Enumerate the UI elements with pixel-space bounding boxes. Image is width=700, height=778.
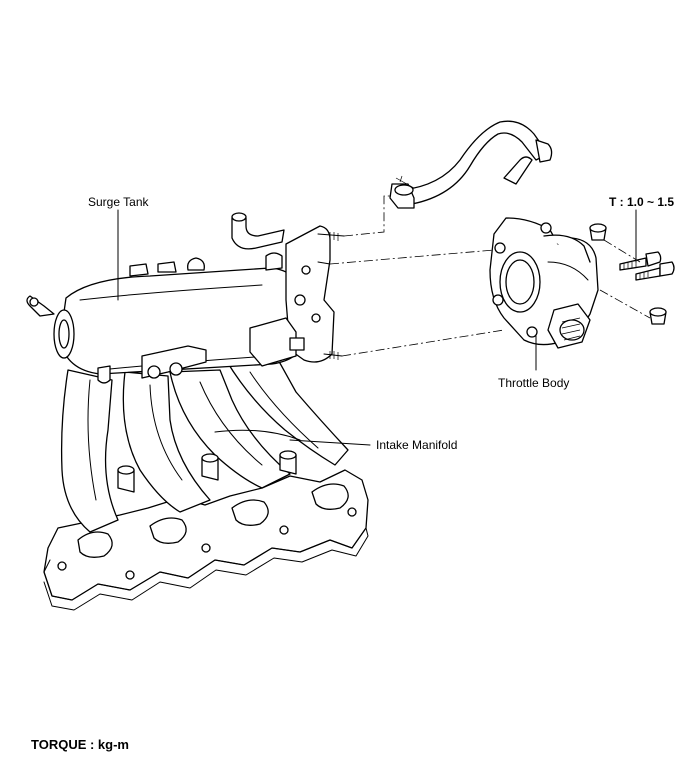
throttle-mounting-flange — [231, 212, 345, 367]
breather-hose — [389, 120, 553, 209]
throttle-body — [489, 217, 599, 349]
alignment-lines — [329, 195, 651, 357]
manifold-runners — [60, 355, 349, 533]
manifold-flange — [43, 469, 369, 611]
throttle-body-label: Throttle Body — [498, 376, 570, 390]
intake-manifold-label: Intake Manifold — [376, 438, 458, 452]
surge-tank — [26, 252, 305, 384]
leader-lines — [117, 209, 637, 446]
torque-units-note: TORQUE : kg-m — [31, 737, 129, 752]
fasteners — [589, 223, 675, 325]
injector-bosses — [117, 450, 297, 493]
surge-tank-label: Surge Tank — [88, 195, 149, 209]
torque-spec-label: T : 1.0 ~ 1.5 — [609, 195, 675, 209]
